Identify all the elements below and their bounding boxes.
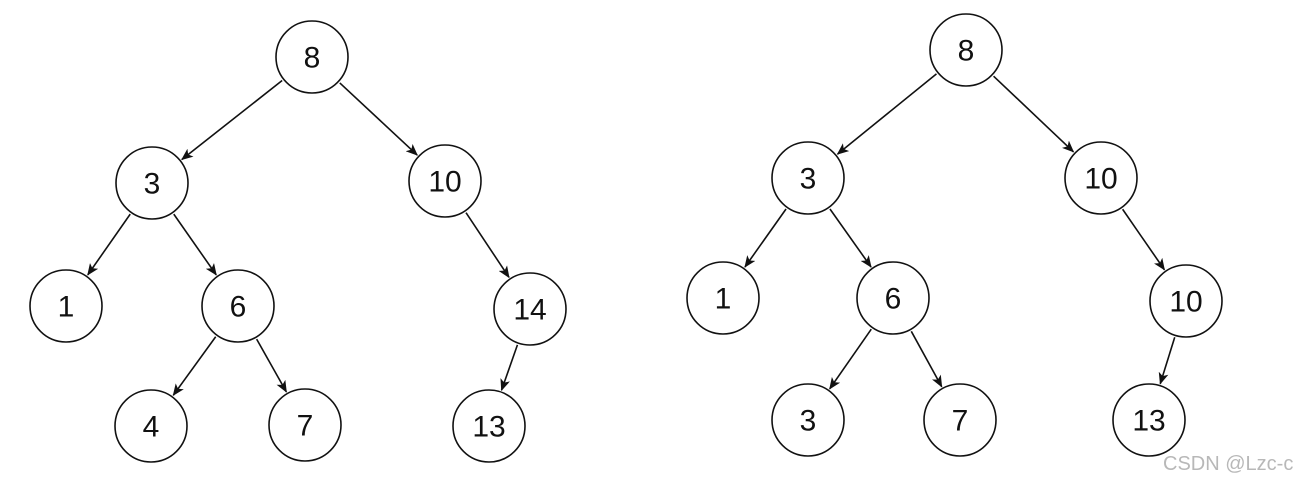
edge-arrow xyxy=(1158,337,1176,385)
edge-arrow xyxy=(172,336,217,397)
edge-arrow xyxy=(339,82,418,156)
node-label: 13 xyxy=(472,411,505,444)
node-circle xyxy=(1112,383,1186,457)
node-circle xyxy=(275,20,349,94)
node-label: 3 xyxy=(144,168,161,201)
node-circle xyxy=(856,261,930,335)
node-circle xyxy=(29,269,103,343)
tree-node: 14 xyxy=(493,272,567,346)
node-circle xyxy=(929,13,1003,87)
tree-node: 13 xyxy=(1112,383,1186,457)
tree-node: 3 xyxy=(115,146,189,220)
tree-node: 1 xyxy=(686,261,760,335)
edge-arrow xyxy=(1121,208,1166,271)
node-circle xyxy=(115,146,189,220)
tree-node: 6 xyxy=(201,269,275,343)
edge-arrow xyxy=(993,75,1075,153)
watermark-text: CSDN @Lzc-c xyxy=(1163,453,1293,475)
left-binary-tree: 8 3 10 1 6 14 4 7 13 xyxy=(29,20,567,463)
node-circle xyxy=(201,269,275,343)
tree-node: 4 xyxy=(114,389,188,463)
tree-node: 1 xyxy=(29,269,103,343)
node-label: 6 xyxy=(885,283,902,316)
node-label: 3 xyxy=(800,405,817,438)
node-label: 13 xyxy=(1132,405,1165,438)
node-label: 1 xyxy=(715,283,732,316)
node-label: 10 xyxy=(1169,286,1202,319)
node-label: 7 xyxy=(297,410,314,443)
edge-arrow xyxy=(744,208,787,268)
edge-arrow xyxy=(500,344,519,392)
node-label: 1 xyxy=(58,291,75,324)
node-circle xyxy=(408,144,482,218)
edge-arrow xyxy=(836,73,937,155)
tree-node: 10 xyxy=(1149,264,1223,338)
edge-arrow xyxy=(465,212,510,279)
edge-arrow xyxy=(910,330,943,388)
node-label: 14 xyxy=(513,294,546,327)
node-circle xyxy=(493,272,567,346)
node-circle xyxy=(686,261,760,335)
node-label: 7 xyxy=(952,405,969,438)
right-tree-nodes: 8 3 10 1 6 10 3 7 13 xyxy=(686,13,1223,457)
node-circle xyxy=(1149,264,1223,338)
node-circle xyxy=(771,383,845,457)
node-label: 10 xyxy=(428,166,461,199)
tree-node: 13 xyxy=(452,389,526,463)
tree-node: 3 xyxy=(771,383,845,457)
edge-arrow xyxy=(829,208,872,268)
node-circle xyxy=(1064,141,1138,215)
right-tree-edges xyxy=(744,73,1176,390)
node-label: 4 xyxy=(143,411,160,444)
node-label: 6 xyxy=(230,291,247,324)
node-label: 8 xyxy=(304,42,321,75)
node-label: 3 xyxy=(800,163,817,196)
edge-arrow xyxy=(181,79,283,161)
tree-node: 7 xyxy=(923,383,997,457)
right-binary-tree: 8 3 10 1 6 10 3 7 13 xyxy=(686,13,1223,457)
left-tree-edges xyxy=(87,79,519,397)
node-circle xyxy=(268,388,342,462)
tree-node: 10 xyxy=(408,144,482,218)
edge-arrow xyxy=(829,328,872,390)
node-circle xyxy=(452,389,526,463)
node-label: 8 xyxy=(958,35,975,68)
node-circle xyxy=(114,389,188,463)
tree-node: 3 xyxy=(771,141,845,215)
node-circle xyxy=(923,383,997,457)
edge-arrow xyxy=(173,213,217,276)
left-tree-nodes: 8 3 10 1 6 14 4 7 13 xyxy=(29,20,567,463)
node-label: 10 xyxy=(1084,163,1117,196)
tree-node: 7 xyxy=(268,388,342,462)
node-circle xyxy=(771,141,845,215)
edge-arrow xyxy=(87,213,131,276)
tree-node: 8 xyxy=(929,13,1003,87)
tree-node: 6 xyxy=(856,261,930,335)
edge-arrow xyxy=(255,338,288,393)
tree-node: 10 xyxy=(1064,141,1138,215)
tree-node: 8 xyxy=(275,20,349,94)
